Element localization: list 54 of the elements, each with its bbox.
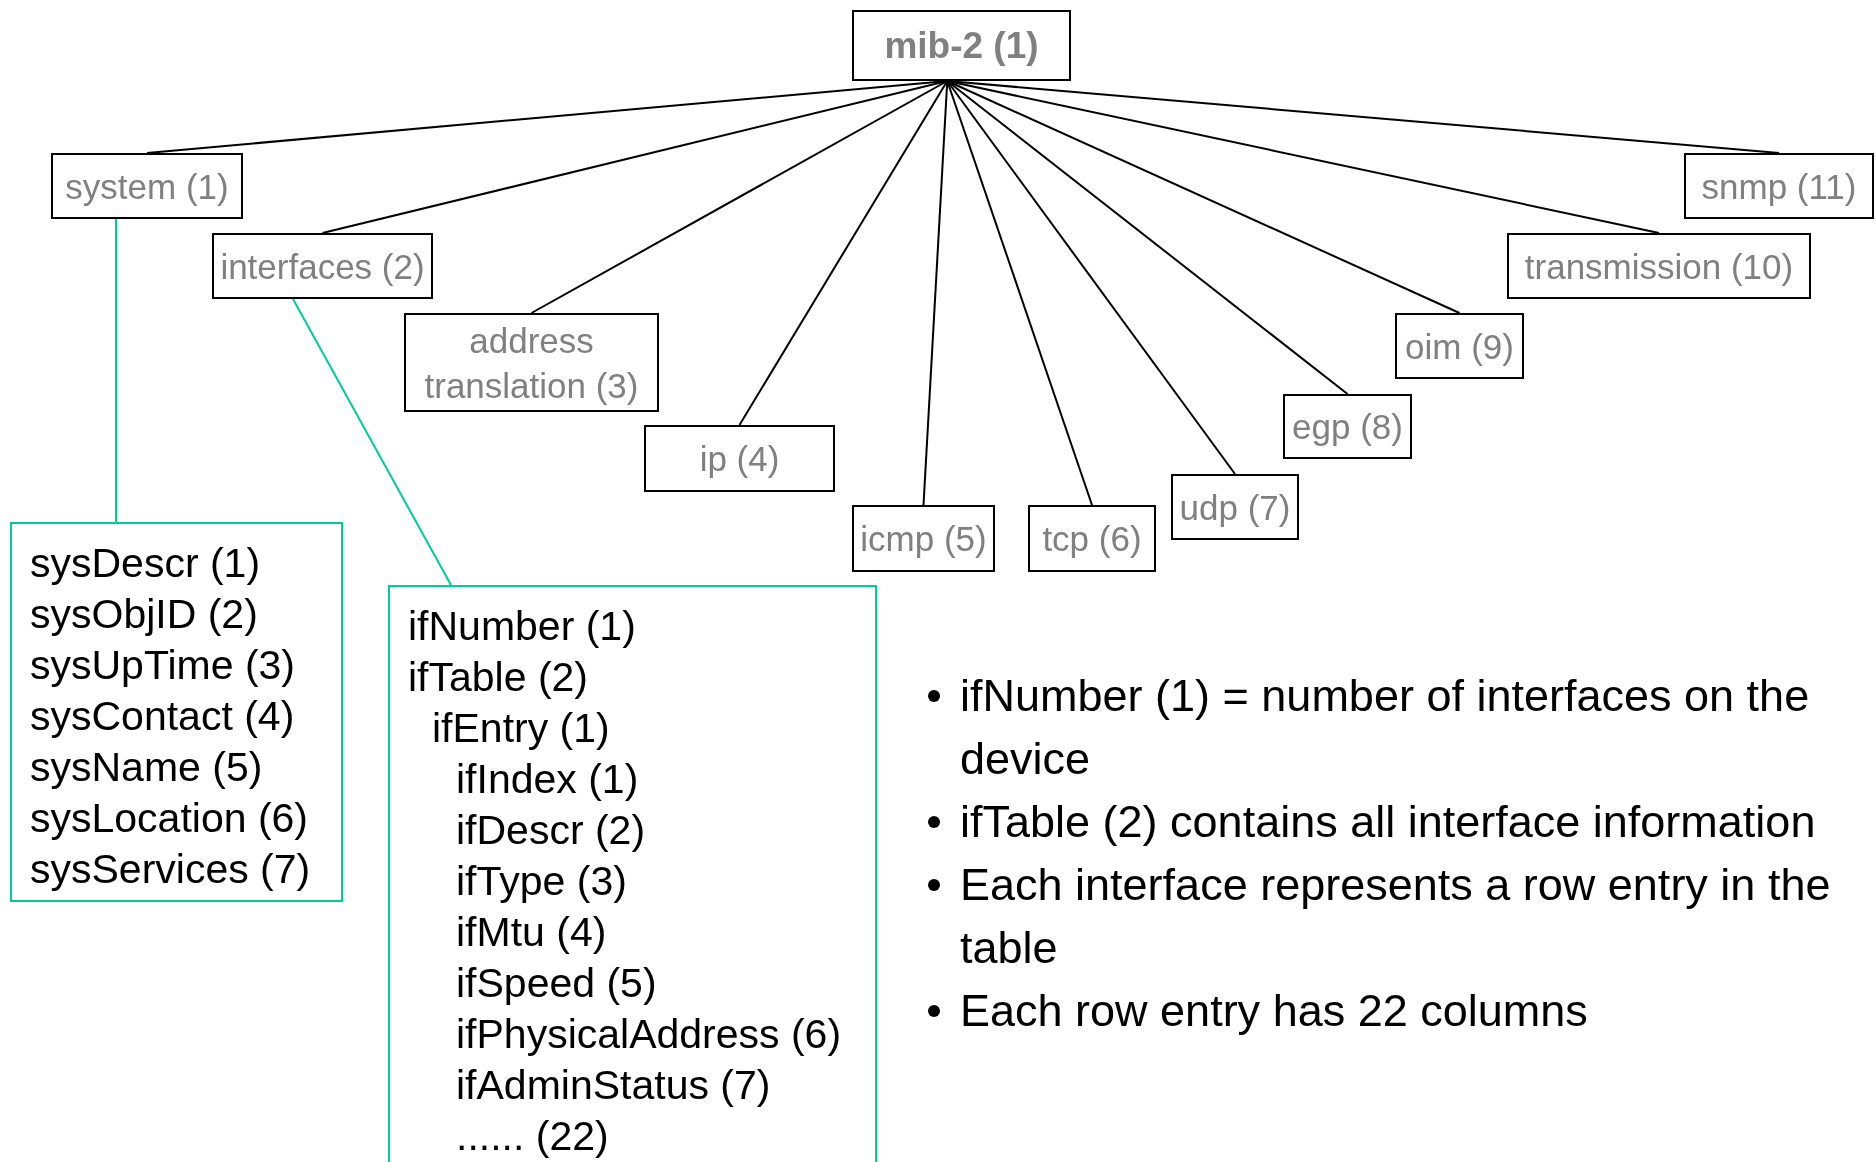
list-item: sysDescr (1) bbox=[30, 539, 261, 588]
node-label: snmp (11) bbox=[1701, 165, 1857, 208]
attribute-list-box bbox=[388, 585, 877, 1162]
tree-node-box bbox=[852, 10, 1071, 81]
list-item: ifMtu (4) bbox=[456, 908, 607, 957]
list-item: sysUpTime (3) bbox=[30, 641, 295, 690]
attribute-list-box bbox=[10, 522, 343, 902]
list-item: ifPhysicalAddress (6) bbox=[456, 1010, 842, 1059]
tree-node-box bbox=[1684, 153, 1874, 219]
node-label: oim (9) bbox=[1405, 325, 1514, 368]
node-label: udp (7) bbox=[1179, 486, 1291, 529]
tree-node-box bbox=[1028, 505, 1156, 572]
tree-node-box bbox=[852, 505, 995, 572]
tree-node-box bbox=[212, 233, 433, 299]
tree-node-box bbox=[1395, 313, 1524, 379]
connector-line bbox=[530, 80, 949, 314]
tree-node-box bbox=[404, 313, 659, 412]
connector-line bbox=[922, 80, 949, 506]
list-item: ifSpeed (5) bbox=[456, 959, 657, 1008]
connector-line bbox=[946, 80, 1236, 475]
list-item: sysServices (7) bbox=[30, 845, 311, 894]
list-item: ifTable (2) bbox=[408, 653, 588, 702]
list-item: sysName (5) bbox=[30, 743, 263, 792]
bullet-text: ifTable (2) contains all interface information bbox=[960, 795, 1817, 849]
list-item: sysContact (4) bbox=[30, 692, 295, 741]
tree-node-box bbox=[1507, 233, 1811, 299]
node-label: interfaces (2) bbox=[220, 245, 425, 288]
node-label: system (1) bbox=[65, 165, 229, 208]
list-item: ifIndex (1) bbox=[456, 755, 639, 804]
list-item: ...... (22) bbox=[456, 1112, 609, 1161]
tree-node-box bbox=[1171, 474, 1299, 540]
node-label: ip (4) bbox=[699, 438, 780, 480]
list-item: sysObjID (2) bbox=[30, 590, 258, 639]
list-item: ifNumber (1) bbox=[408, 602, 636, 651]
bullet-text: Each row entry has 22 columns bbox=[960, 984, 1589, 1038]
node-label: tcp (6) bbox=[1042, 518, 1142, 560]
list-item: ifType (3) bbox=[456, 857, 627, 906]
node-label: mib-2 (1) bbox=[884, 23, 1039, 68]
tree-node-box bbox=[644, 425, 835, 492]
connector-line bbox=[115, 218, 117, 523]
list-item: ifAdminStatus (7) bbox=[456, 1061, 771, 1110]
connector-line bbox=[292, 298, 452, 586]
connector-line bbox=[946, 80, 1093, 506]
tree-node-box bbox=[51, 153, 243, 219]
node-label: icmp (5) bbox=[860, 518, 987, 560]
node-label: address translation (3) bbox=[423, 319, 640, 407]
tree-node-box bbox=[1283, 394, 1412, 459]
list-item: ifDescr (2) bbox=[456, 806, 646, 855]
node-label: egp (8) bbox=[1292, 406, 1403, 448]
connector-line bbox=[738, 80, 949, 426]
list-item: sysLocation (6) bbox=[30, 794, 308, 843]
list-item: ifEntry (1) bbox=[432, 704, 610, 753]
node-label: transmission (10) bbox=[1524, 245, 1794, 288]
bullet-text: Each interface represents a row entry in the table bbox=[960, 858, 1832, 975]
